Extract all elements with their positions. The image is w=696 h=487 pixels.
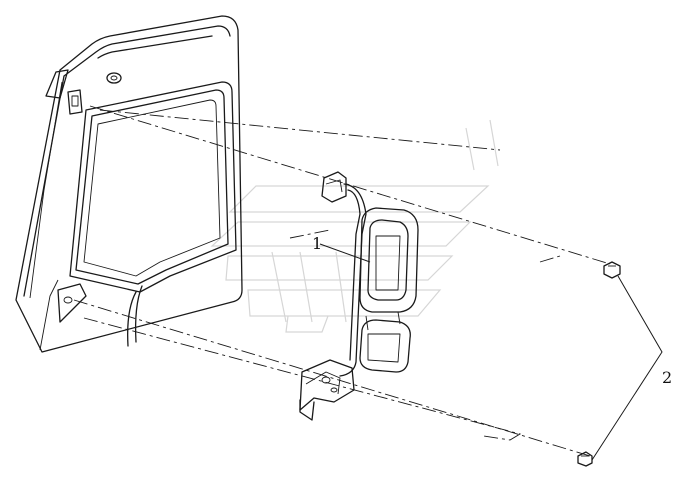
bolt-upper <box>603 261 621 279</box>
mirror-assembly <box>299 171 419 421</box>
watermark-logo <box>210 119 499 333</box>
bolt-lower <box>577 451 593 467</box>
callout-part-1: 1 <box>312 234 322 253</box>
leader-line-part-2 <box>591 275 663 461</box>
callout-part-2: 2 <box>662 368 672 387</box>
leader-line-part-1 <box>319 243 371 263</box>
cab-door-panel <box>15 15 243 353</box>
assembly-lines <box>73 105 611 457</box>
